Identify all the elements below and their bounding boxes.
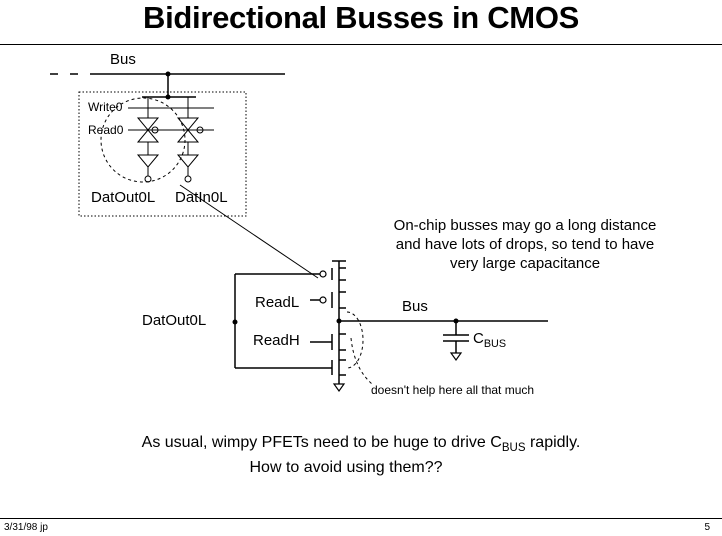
bit-cell-box [78, 91, 247, 217]
annotation-line-1: On-chip busses may go a long distance [393, 217, 657, 234]
footer-divider [0, 518, 722, 519]
right-out-bubble [184, 175, 192, 183]
left-out-bubble [144, 175, 152, 183]
cap-node-dot [453, 318, 459, 324]
caption-line-2: How to avoid using them?? [249, 459, 443, 476]
cbus-label: CBUS [473, 330, 507, 350]
top-dataout-label: DatOut0L [91, 189, 156, 206]
annotation-line-3: very large capacitance [449, 255, 601, 272]
title-divider [0, 44, 722, 45]
bus-node-dot [165, 71, 171, 77]
caption-line-1: As usual, wimpy PFETs need to be huge to… [141, 434, 581, 455]
note-pointer [350, 337, 373, 385]
drop-node-dot [165, 94, 171, 100]
left-tri-3 [136, 154, 160, 168]
top-bus-label: Bus [110, 51, 136, 68]
datout-node-dot [232, 319, 238, 325]
note-label: doesn't help here all that much [371, 383, 535, 397]
right-tri-3 [176, 154, 200, 168]
top-datain-label: DatIn0L [175, 189, 228, 206]
readh-label: ReadH [253, 332, 300, 349]
annotation-line-2: and have lots of drops, so tend to have [395, 236, 655, 253]
left-bubble [151, 126, 159, 134]
note-highlight-arc [346, 311, 364, 369]
page-number: 5 [704, 522, 710, 533]
ground-symbol [332, 383, 346, 393]
highlight-circle [100, 97, 186, 183]
left-tri-1 [136, 117, 160, 131]
readl-label: ReadL [255, 294, 300, 311]
right-tri-2 [176, 129, 200, 143]
output-node-dot [336, 318, 342, 324]
right-tri-1 [176, 117, 200, 131]
pfet1-bubble [319, 270, 327, 278]
read-signal-label: Read0 [88, 123, 124, 137]
cap-ground-symbol [449, 352, 463, 362]
driver-dataout-label: DatOut0L [142, 312, 207, 329]
left-tri-2 [136, 129, 160, 143]
capacitance-annotation: On-chip busses may go a long distance an… [355, 216, 695, 273]
page-title: Bidirectional Busses in CMOS [142, 0, 580, 35]
footer-date: 3/31/98 jp [4, 522, 48, 533]
zoom-pointer-line [179, 184, 319, 279]
pfet2-bubble [319, 296, 327, 304]
write-signal-label: Write0 [88, 100, 123, 114]
driver-bus-label: Bus [402, 298, 428, 315]
